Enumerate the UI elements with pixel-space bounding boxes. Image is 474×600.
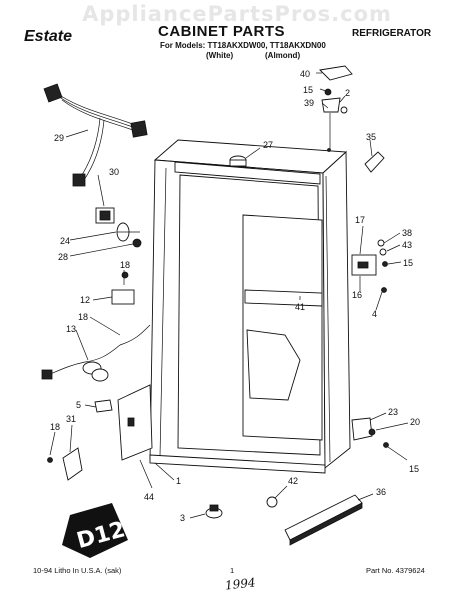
callout-4: 4 <box>372 309 377 319</box>
callout-29: 29 <box>54 133 64 143</box>
callout-13: 13 <box>66 324 76 334</box>
part-5-clip <box>94 399 113 413</box>
callout-30: 30 <box>109 167 119 177</box>
brand-logo: Estate <box>24 28 73 45</box>
callout-38: 38 <box>402 228 412 238</box>
callout-23: 23 <box>388 407 398 417</box>
part-44-side-panel <box>117 384 153 461</box>
page-title: CABINET PARTS <box>158 23 286 40</box>
part-36-toe-grille <box>284 494 363 546</box>
callout-40: 40 <box>300 69 310 79</box>
callout-5: 5 <box>76 400 81 410</box>
color-almond: (Almond) <box>265 51 301 60</box>
part-31-cover <box>47 447 83 481</box>
category-label: REFRIGERATOR <box>352 28 432 39</box>
callout-17: 17 <box>355 215 365 225</box>
footer-page: 1 <box>230 566 235 575</box>
callout-labels: 40 15 2 39 35 27 29 30 17 38 43 15 24 28… <box>50 69 420 523</box>
callout-1: 1 <box>176 476 181 486</box>
part-35-door-stop <box>364 151 385 173</box>
part-17-center-hinge <box>351 239 388 293</box>
callout-18c: 18 <box>50 422 60 432</box>
color-white: (White) <box>206 51 234 60</box>
callout-2: 2 <box>345 88 350 98</box>
callout-15c: 15 <box>409 464 419 474</box>
callout-16: 16 <box>352 290 362 300</box>
footer-part-number: Part No. 4379624 <box>366 566 425 575</box>
leader-lines <box>49 72 409 519</box>
callout-36: 36 <box>376 487 386 497</box>
part-23-lower-hinge <box>351 417 389 448</box>
callout-35: 35 <box>366 132 376 142</box>
callout-15: 15 <box>303 85 313 95</box>
callout-42: 42 <box>288 476 298 486</box>
part-3-leveler-foot <box>205 504 223 519</box>
models-line: For Models: TT18AKXDW00, TT18AKXDN00 <box>160 41 326 50</box>
callout-20: 20 <box>410 417 420 427</box>
stamp-d12: D12 <box>62 503 128 558</box>
callout-18b: 18 <box>78 312 88 322</box>
callout-41: 41 <box>295 302 305 312</box>
callout-28: 28 <box>58 252 68 262</box>
footer-litho: 10-94 Litho In U.S.A. (sak) <box>33 566 122 575</box>
callout-27: 27 <box>263 140 273 150</box>
part-12-relay <box>111 271 135 305</box>
part-27-plug <box>229 155 247 167</box>
callout-39: 39 <box>304 98 314 108</box>
part-40-hinge-cover <box>319 65 353 152</box>
callout-15b: 15 <box>403 258 413 268</box>
part-42-roller <box>266 496 278 508</box>
callout-24: 24 <box>60 236 70 246</box>
cabinet-body <box>149 139 351 474</box>
callout-18: 18 <box>120 260 130 270</box>
callout-3: 3 <box>180 513 185 523</box>
callout-44: 44 <box>144 492 154 502</box>
part-29-wire-harness <box>43 83 148 187</box>
callout-43: 43 <box>402 240 412 250</box>
watermark: AppliancePartsPros.com <box>82 2 392 26</box>
callout-12: 12 <box>80 295 90 305</box>
part-30-temp-control <box>95 207 142 248</box>
part-13-power-cord <box>41 324 151 382</box>
callout-31: 31 <box>66 414 76 424</box>
